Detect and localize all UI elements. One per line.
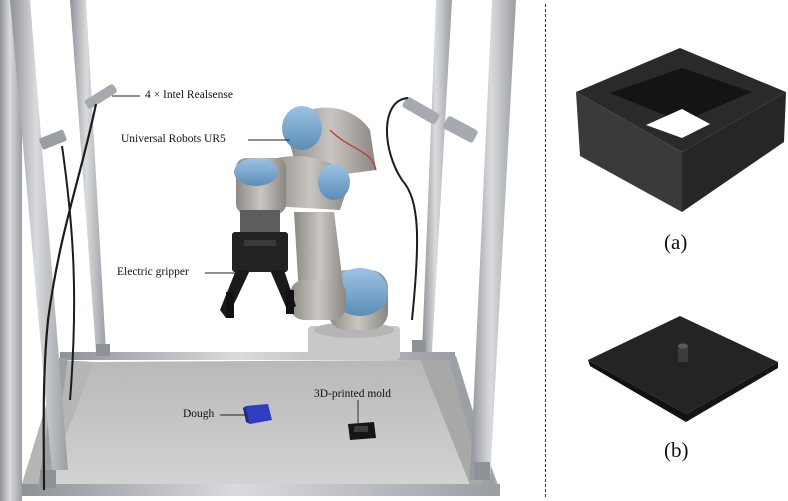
realsense-label: 4 × Intel Realsense xyxy=(145,89,233,101)
plate-panel-b xyxy=(588,316,778,422)
workspace-objects xyxy=(243,404,376,440)
caption-a: (a) xyxy=(664,230,688,254)
gripper-label: Electric gripper xyxy=(117,266,189,278)
mold-panel-a xyxy=(576,48,786,212)
mold-label: 3D-printed mold xyxy=(314,388,391,400)
table xyxy=(20,352,500,496)
ur5-robot-arm xyxy=(220,106,400,360)
realsense-cameras xyxy=(39,84,478,491)
panel-divider xyxy=(545,4,546,497)
caption-b: (b) xyxy=(664,438,689,462)
aluminium-frame xyxy=(0,0,516,501)
robot-label: Universal Robots UR5 xyxy=(121,133,226,145)
leader-lines xyxy=(112,95,359,424)
dough-label: Dough xyxy=(183,408,215,420)
